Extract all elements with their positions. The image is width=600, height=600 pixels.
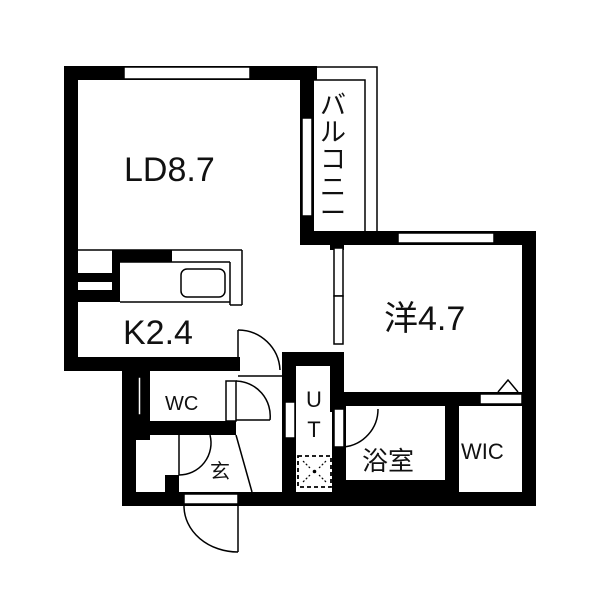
doors [178, 329, 379, 553]
wm-diag-4 [318, 474, 327, 483]
ut-sliding-door [284, 401, 296, 439]
wall-bath-wic [445, 392, 459, 506]
label-bathroom: 浴室 [362, 446, 414, 476]
label-wic: WIC [461, 439, 504, 464]
door-kitchen-swing [237, 329, 281, 371]
door-entrance-frame [183, 493, 239, 505]
walls [64, 66, 536, 506]
window-ld-balcony [301, 117, 313, 217]
wm-diag-2 [318, 460, 327, 469]
window-western-top [397, 232, 495, 244]
wall-lower-left [122, 357, 136, 506]
label-utility-1: T [307, 417, 320, 442]
room-labels: LD8.7 K2.4 洋4.7 バ ル コ ニ ー WC U T 浴室 WIC … [123, 90, 504, 483]
door-closet-swing [178, 434, 212, 476]
wic-opening [479, 393, 523, 405]
wall-ut-top [282, 352, 344, 366]
wm-drain [312, 469, 317, 474]
door-bath-swing [343, 408, 379, 448]
label-balcony-1: ル [320, 117, 346, 147]
wc-left-line [137, 376, 142, 416]
counter-shelf [78, 273, 120, 282]
washing-machine-space [297, 455, 332, 488]
wall-kitchen-bottom [64, 357, 240, 371]
label-western-room: 洋4.7 [384, 300, 465, 338]
label-balcony-0: バ [320, 90, 346, 120]
label-balcony-2: コ [320, 144, 346, 174]
entrance-step-line [235, 434, 253, 493]
label-balcony-4: ー [320, 198, 346, 228]
label-utility-0: U [306, 387, 322, 412]
wall-left [64, 66, 78, 371]
wm-diag-3 [302, 474, 311, 483]
windows [123, 66, 523, 448]
sink-icon [180, 268, 226, 298]
wall-right [522, 231, 536, 506]
sliding-door-western-2 [333, 295, 344, 345]
label-kitchen: K2.4 [123, 314, 193, 352]
kitchen-counter [78, 249, 243, 306]
bath-door-frame [333, 408, 345, 448]
fixtures [297, 378, 519, 488]
wm-diag-1 [302, 460, 311, 469]
label-ld: LD8.7 [124, 151, 215, 189]
wall-entrance-post [165, 475, 179, 495]
counter-top-block [112, 250, 172, 262]
counter-lower-block [78, 290, 120, 302]
sliding-door-western-1 [333, 247, 344, 297]
window-ld-top [123, 66, 251, 80]
wall-bath-bottom [346, 480, 446, 506]
label-balcony-3: ニ [320, 172, 346, 202]
label-entrance: 玄 [210, 460, 230, 483]
label-wc: WC [165, 393, 198, 415]
door-wc-frame [225, 380, 237, 422]
door-wc-swing [235, 380, 271, 421]
door-entrance-swing [183, 505, 239, 553]
closet-marker-icon [497, 378, 519, 393]
wall-wc-bottom [136, 421, 236, 435]
